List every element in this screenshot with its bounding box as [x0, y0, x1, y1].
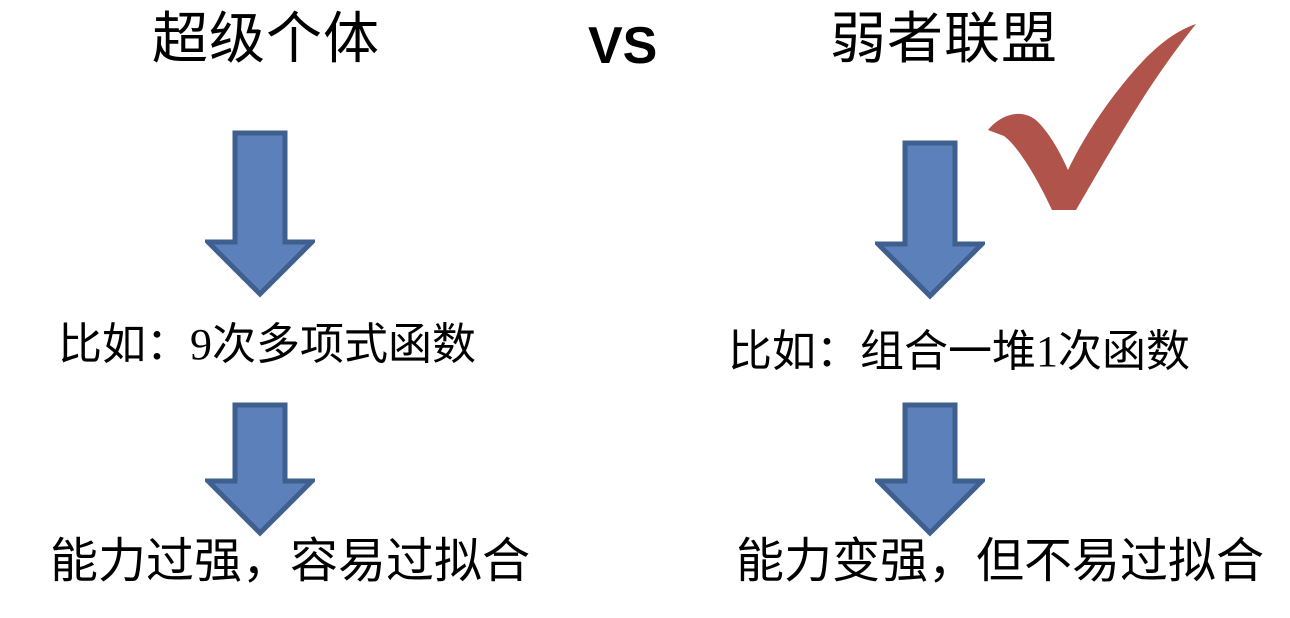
down-arrow-icon — [205, 130, 315, 298]
down-arrow-shape — [875, 140, 985, 300]
left-column-example: 比如：9次多项式函数 — [58, 320, 476, 369]
down-arrow-shape — [205, 130, 315, 298]
vs-separator-label: VS — [588, 17, 658, 75]
down-arrow-icon — [875, 140, 985, 300]
left-column-title: 超级个体 — [152, 9, 380, 71]
check-mark-shape — [988, 24, 1196, 210]
left-column-conclusion: 能力过强，容易过拟合 — [50, 535, 531, 588]
down-arrow-icon — [205, 402, 315, 537]
right-column-conclusion: 能力变强，但不易过拟合 — [736, 535, 1265, 588]
right-column-example: 比如：组合一堆1次函数 — [728, 327, 1190, 376]
right-column-title: 弱者联盟 — [830, 9, 1058, 71]
down-arrow-shape — [205, 402, 315, 537]
down-arrow-icon — [875, 402, 985, 537]
down-arrow-shape — [875, 402, 985, 537]
check-mark-icon — [988, 24, 1196, 210]
